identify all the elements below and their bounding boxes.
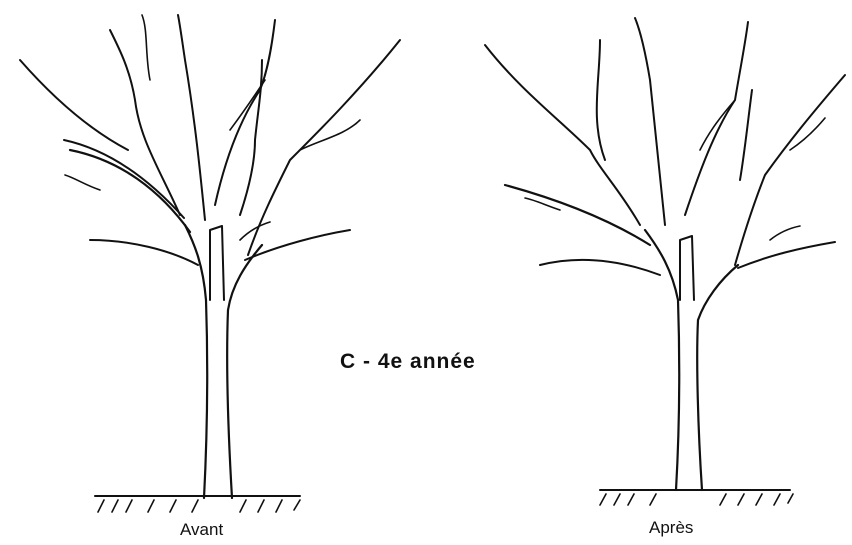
tree-after: [485, 18, 845, 505]
scaffold-left-after: [505, 185, 650, 245]
twig-after-4: [770, 226, 800, 240]
trunk-after-right-edge: [697, 265, 738, 490]
scaffold-right-mid-after: [740, 90, 752, 180]
caption-before: Avant: [180, 520, 223, 540]
cut-stub-after: [680, 236, 694, 300]
figure-title: C - 4e année: [340, 350, 476, 374]
caption-after: Après: [649, 518, 693, 538]
scaffold-left-upper-after: [485, 45, 640, 225]
scaffold-right-low-after: [738, 242, 835, 268]
scaffold-low-left-after: [540, 260, 660, 275]
scaffold-center-after: [635, 18, 665, 225]
scaffold-right-after: [735, 75, 845, 265]
scaffold-center-right-after: [685, 22, 748, 215]
ground-hatch-after: [600, 494, 793, 505]
trunk-after-left-edge: [645, 230, 679, 490]
scaffold-left-mid-after: [597, 40, 605, 160]
